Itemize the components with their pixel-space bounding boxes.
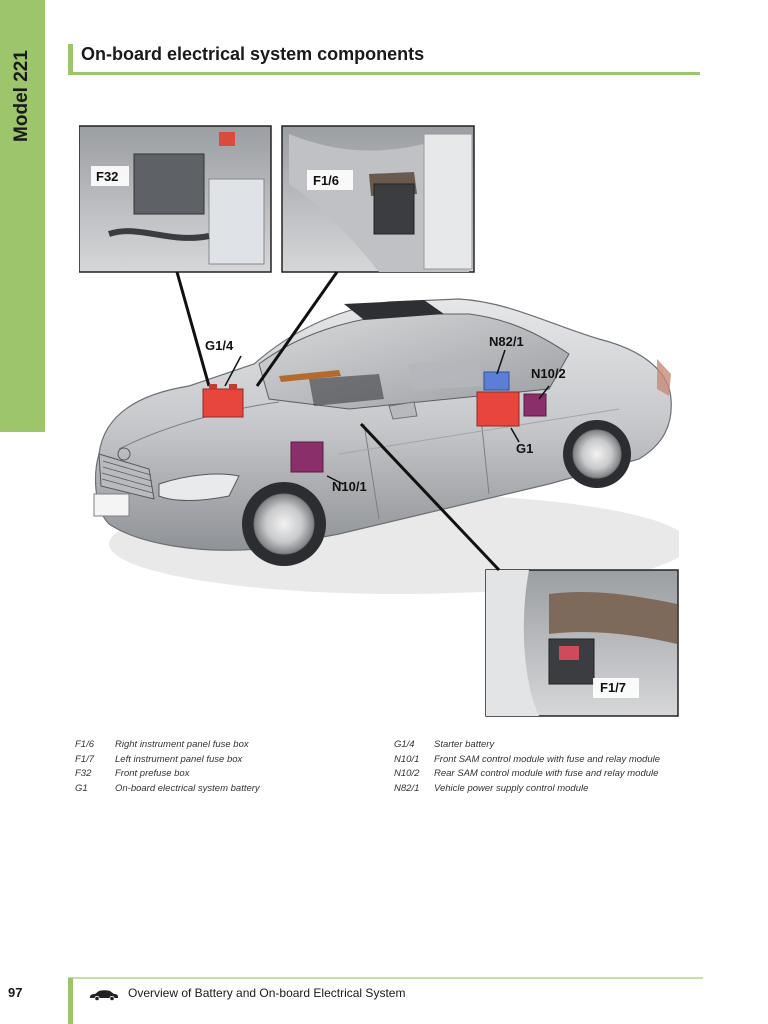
label-n82-1: N82/1 [489,334,524,349]
label-f1-6: F1/6 [313,173,339,188]
label-f1-7: F1/7 [600,680,626,695]
legend-item: G1 On-board electrical system battery [75,782,260,797]
legend-item: F32 Front prefuse box [75,767,260,782]
legend-code: F1/7 [75,753,95,765]
legend-code: N10/1 [394,753,420,765]
legend-item: N82/1 Vehicle power supply control module [394,782,660,797]
legend-item: F1/7 Left instrument panel fuse box [75,753,260,768]
legend-code: G1/4 [394,739,415,750]
component-n10-2 [523,393,547,417]
title-accent-bar [68,44,73,74]
legend-desc: On-board electrical system battery [115,782,260,794]
side-tab: Model 221 [0,0,45,432]
footer-accent-bar [68,978,73,1024]
title-rule [68,72,700,75]
component-n10-1 [290,441,324,473]
model-label: Model 221 [11,50,32,142]
legend-desc: Right instrument panel fuse box [115,739,249,750]
legend-code: N82/1 [394,782,420,794]
legend-item: N10/2 Rear SAM control module with fuse a… [394,767,660,782]
vehicle-component-figure: F32 F1/6 G1/4 N82/1 N10/2 G1 N10/1 F1/7 [79,124,679,720]
legend-desc: Rear SAM control module with fuse and re… [434,768,659,779]
component-g1-4 [202,384,244,418]
label-n10-2: N10/2 [531,366,566,381]
legend-desc: Starter battery [434,739,495,750]
legend-item: G1/4 Starter battery [394,738,660,753]
component-n82-1 [483,371,510,391]
legend-code: F32 [75,768,92,779]
legend-code: F1/6 [75,739,95,750]
legend-desc: Left instrument panel fuse box [115,753,243,765]
legend-code: N10/2 [394,768,420,779]
legend-item: F1/6 Right instrument panel fuse box [75,738,260,753]
legend-item: N10/1 Front SAM control module with fuse … [394,753,660,768]
label-f32: F32 [96,169,118,184]
leader-lines [175,271,501,572]
legend-desc: Front prefuse box [115,768,190,779]
label-g1: G1 [516,441,533,456]
legend-left: F1/6 Right instrument panel fuse box F1/7… [75,738,260,796]
legend-right: G1/4 Starter battery N10/1 Front SAM contr… [394,738,660,796]
car-icon [89,988,119,1006]
inset-photo-f1-6 [281,125,475,273]
footer-title: Overview of Battery and On-board Electri… [128,986,406,1000]
inset-photo-f32 [79,125,272,273]
label-n10-1: N10/1 [332,479,367,494]
inset-photo-f1-7 [485,569,679,717]
legend-desc: Front SAM control module with fuse and r… [434,753,660,765]
page-title: On-board electrical system components [81,44,425,64]
component-g1 [476,391,520,427]
legend-code: G1 [75,782,88,794]
footer-rule [68,977,703,979]
label-pointers [224,349,550,485]
label-g1-4: G1/4 [205,338,234,353]
page-number: 97 [8,985,23,1000]
legend-desc: Vehicle power supply control module [434,782,589,794]
